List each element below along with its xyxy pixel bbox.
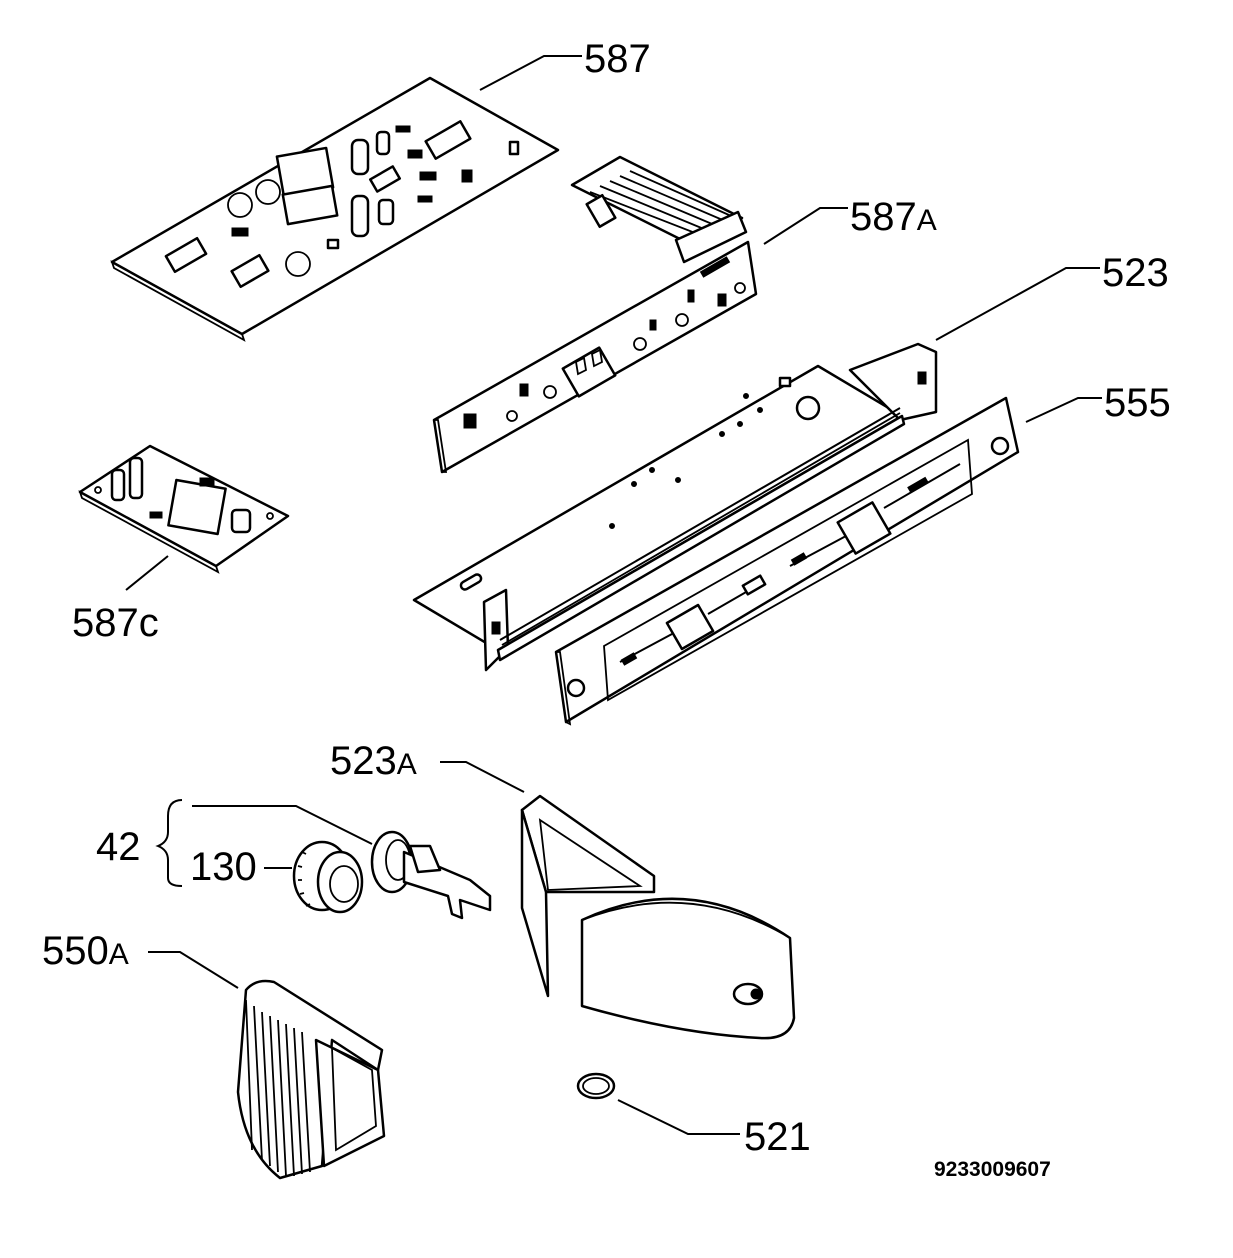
- part-587c-relay-pcb: [78, 444, 290, 574]
- label-555: 555: [1104, 381, 1171, 425]
- part-555-front-panel: [554, 396, 1020, 726]
- part-521-o-ring: [576, 1072, 616, 1100]
- label-521: 521: [744, 1115, 811, 1159]
- leader-550a: [148, 951, 239, 989]
- bracket-42: [155, 799, 183, 887]
- label-587: 587: [584, 37, 651, 81]
- label-42: 42: [96, 825, 141, 869]
- label-550a: 550A: [42, 929, 129, 973]
- label-130: 130: [190, 845, 257, 889]
- leader-42: [192, 805, 373, 845]
- label-587c: 587c: [72, 601, 159, 645]
- leader-555: [1025, 397, 1102, 423]
- leader-587a: [763, 207, 848, 245]
- part-587a-display-pcb: [432, 155, 758, 474]
- label-523: 523: [1102, 251, 1169, 295]
- label-587a: 587A: [850, 195, 937, 239]
- part-523-bracket: [412, 342, 938, 672]
- callout-labels: 587 587A 523 555 587c 523A 42 130 550A 5…: [42, 37, 1171, 1181]
- leader-523a: [440, 761, 525, 793]
- leader-587c: [125, 555, 169, 591]
- document-number: 9233009607: [934, 1158, 1051, 1181]
- part-130-knob-ring: [292, 840, 364, 914]
- part-550a-side-cap: [236, 979, 386, 1180]
- leader-lines: [125, 55, 1102, 1135]
- leader-587: [479, 55, 582, 91]
- part-523a-housing: [520, 794, 796, 1040]
- label-523a: 523A: [330, 739, 417, 783]
- leader-523: [935, 267, 1100, 341]
- part-42-knob-shaft: [370, 830, 492, 920]
- part-587-main-pcb: [110, 76, 560, 342]
- leader-521: [617, 1099, 740, 1135]
